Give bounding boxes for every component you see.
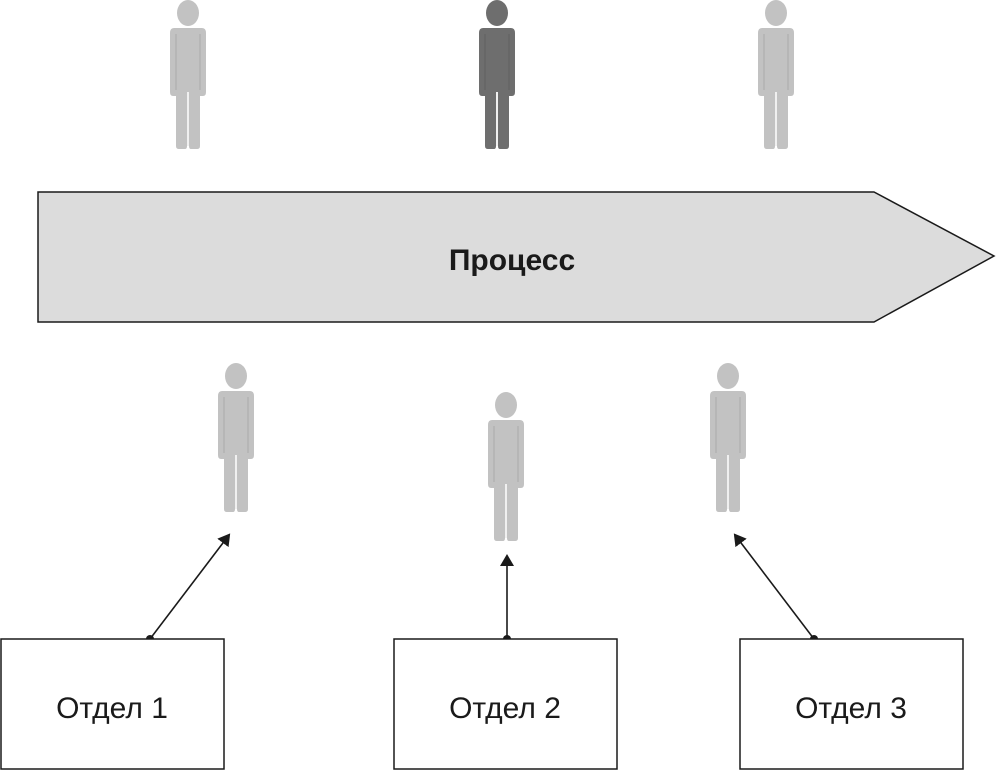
- department-boxes: Отдел 1 Отдел 2 Отдел 3: [0, 638, 964, 770]
- person-icon: [487, 392, 525, 542]
- top-people: [169, 0, 795, 150]
- person-icon: [709, 363, 747, 513]
- person-icon: [478, 0, 516, 150]
- bottom-people: [217, 363, 747, 542]
- department-label-2: Отдел 2: [449, 692, 561, 725]
- department-box-3: Отдел 3: [739, 638, 964, 770]
- person-icon: [169, 0, 207, 150]
- person-icon: [757, 0, 795, 150]
- process-arrow: Процесс: [37, 191, 996, 323]
- process-label: Процесс: [449, 244, 575, 277]
- person-icon: [217, 363, 255, 513]
- department-label-3: Отдел 3: [795, 692, 907, 725]
- department-box-2: Отдел 2: [393, 638, 618, 770]
- process-arrow-shape: [37, 191, 996, 323]
- department-box-1: Отдел 1: [0, 638, 225, 770]
- connectors: [146, 533, 818, 643]
- connector-arrow-3: [733, 533, 815, 640]
- department-label-1: Отдел 1: [56, 692, 168, 725]
- connector-arrow-1: [149, 533, 231, 640]
